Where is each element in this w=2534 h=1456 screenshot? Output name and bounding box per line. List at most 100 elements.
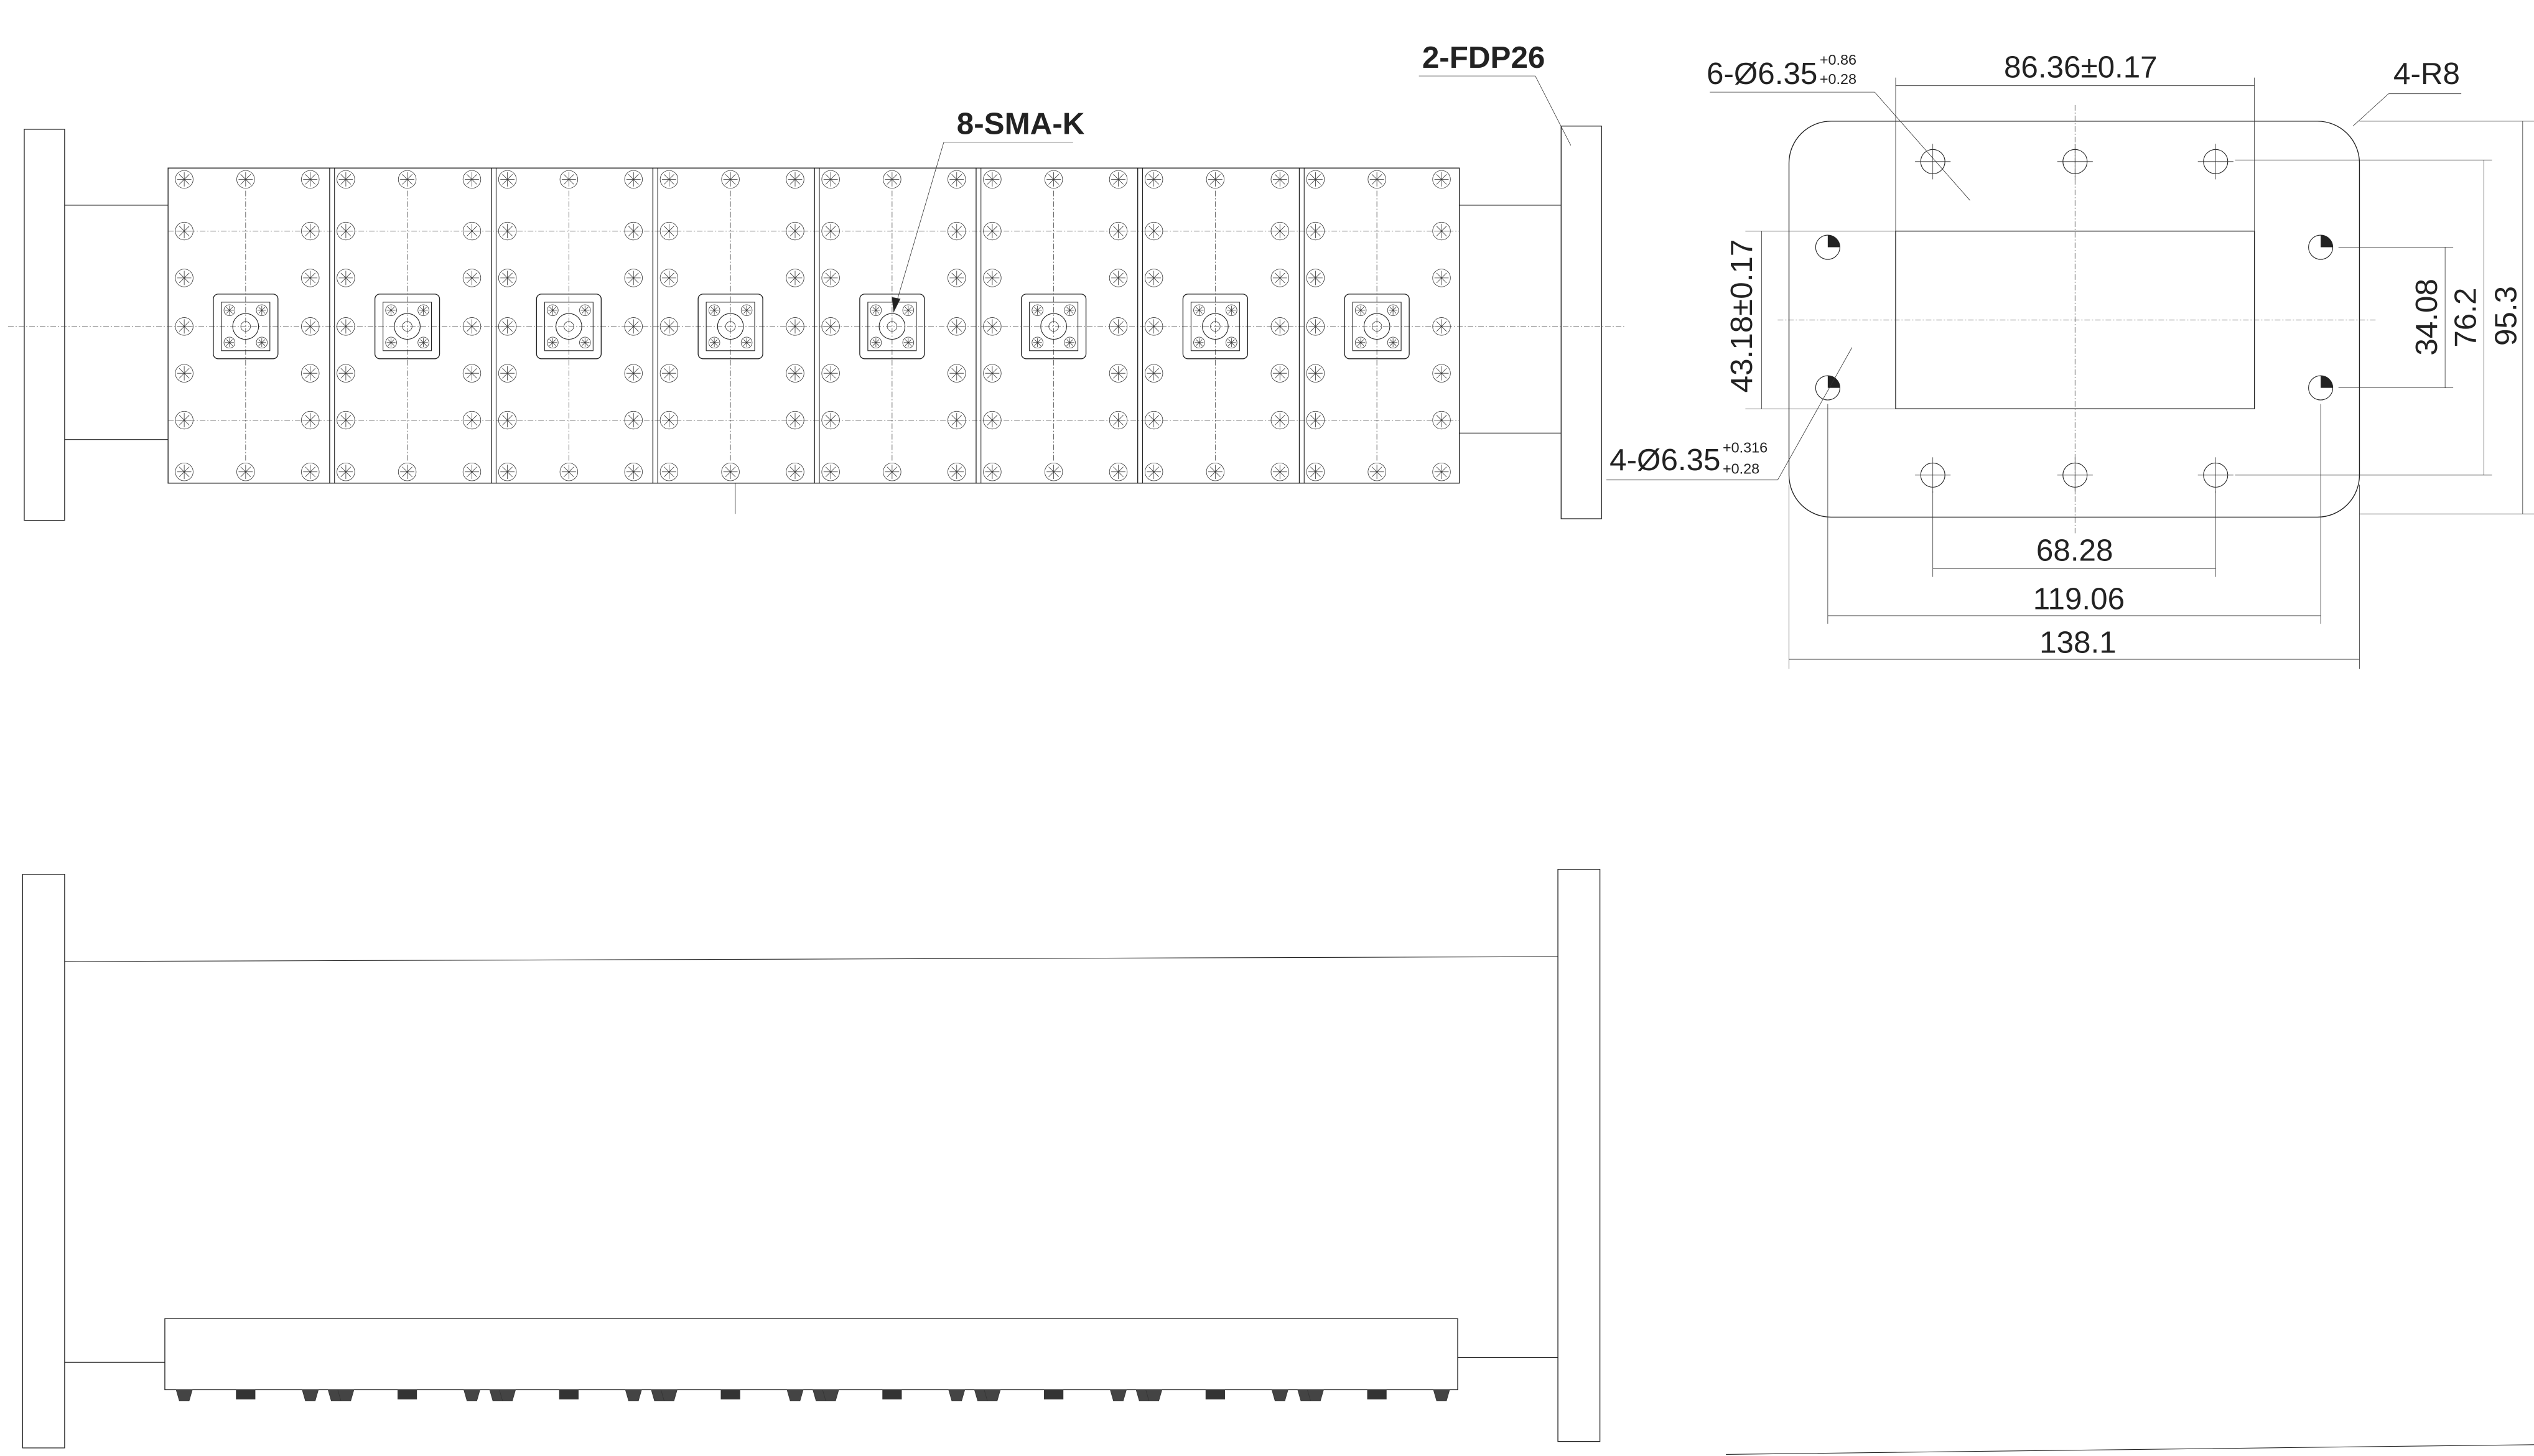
screw-icon bbox=[1064, 337, 1076, 348]
screw-icon bbox=[418, 305, 429, 316]
screw-icon bbox=[948, 463, 966, 481]
screw-icon bbox=[903, 305, 914, 316]
side-connector bbox=[720, 1389, 740, 1400]
screw-icon bbox=[822, 318, 840, 336]
connector-label: 8-SMA-K bbox=[957, 107, 1085, 141]
holes-side-callout: 4-Ø6.35 bbox=[1609, 443, 1720, 477]
screw-icon bbox=[948, 222, 966, 240]
screw-icon bbox=[1355, 337, 1366, 348]
dim-138: 138.1 bbox=[2039, 626, 2117, 660]
side-connector bbox=[1367, 1389, 1387, 1400]
screw-icon bbox=[560, 170, 578, 188]
screw-icon bbox=[786, 463, 804, 481]
screw-icon bbox=[337, 170, 355, 188]
screw-icon bbox=[301, 170, 319, 188]
flange-hole bbox=[2057, 144, 2093, 179]
screw-icon bbox=[1387, 337, 1399, 348]
connector-callout: 8-SMA-K bbox=[892, 107, 1085, 312]
screw-icon bbox=[625, 269, 643, 287]
flange-label: 2-FDP26 bbox=[1422, 40, 1545, 75]
side-bolt bbox=[1433, 1389, 1450, 1401]
screw-icon bbox=[418, 337, 429, 348]
screw-icon bbox=[1307, 170, 1325, 188]
side-connector bbox=[882, 1389, 902, 1400]
screw-icon bbox=[463, 318, 481, 336]
screw-icon bbox=[660, 318, 678, 336]
holes-top-tol-upper: +0.86 bbox=[1820, 52, 1856, 68]
screw-icon bbox=[301, 463, 319, 481]
screw-icon bbox=[786, 269, 804, 287]
screw-icon bbox=[625, 170, 643, 188]
screw-icon bbox=[786, 364, 804, 383]
side-bolt bbox=[787, 1389, 803, 1401]
side-bolt bbox=[1146, 1389, 1162, 1401]
screw-icon bbox=[1355, 305, 1366, 316]
flange-hole bbox=[2198, 457, 2234, 493]
screw-icon bbox=[498, 364, 516, 383]
screw-icon bbox=[301, 318, 319, 336]
screw-icon bbox=[1271, 170, 1289, 188]
screw-icon bbox=[948, 364, 966, 383]
side-bolt bbox=[500, 1389, 516, 1401]
side-connector bbox=[236, 1389, 256, 1400]
screw-icon bbox=[822, 364, 840, 383]
screw-icon bbox=[1271, 364, 1289, 383]
connector-module bbox=[491, 168, 643, 483]
screw-icon bbox=[984, 364, 1002, 383]
sma-connector bbox=[213, 294, 278, 359]
screw-icon bbox=[822, 170, 840, 188]
side-bolts bbox=[176, 1389, 1450, 1401]
screw-icon bbox=[337, 318, 355, 336]
connector-module bbox=[1299, 168, 1450, 483]
top-view bbox=[8, 126, 1624, 521]
screw-icon bbox=[301, 411, 319, 429]
screw-icon bbox=[237, 463, 255, 481]
flange-callout: 2-FDP26 bbox=[1419, 40, 1571, 146]
screw-icon bbox=[883, 463, 901, 481]
side-bolt bbox=[1111, 1389, 1127, 1401]
screw-icon bbox=[1387, 305, 1399, 316]
screw-icon bbox=[1145, 411, 1163, 429]
screw-icon bbox=[1368, 170, 1386, 188]
screw-icon bbox=[1307, 364, 1325, 383]
flange-hole bbox=[1815, 235, 1840, 259]
side-bolt bbox=[625, 1389, 641, 1401]
screw-icon bbox=[547, 337, 559, 348]
screw-icon bbox=[948, 269, 966, 287]
screw-icon bbox=[741, 337, 752, 348]
screw-icon bbox=[547, 305, 559, 316]
screw-icon bbox=[1307, 222, 1325, 240]
screw-icon bbox=[1109, 411, 1127, 429]
screw-icon bbox=[660, 269, 678, 287]
flange-hole bbox=[2057, 457, 2093, 493]
side-view bbox=[22, 869, 1600, 1448]
screw-icon bbox=[386, 305, 397, 316]
screw-icon bbox=[1145, 463, 1163, 481]
screw-icon bbox=[625, 411, 643, 429]
screw-icon bbox=[903, 337, 914, 348]
holes-side-tol-upper: +0.316 bbox=[1723, 440, 1768, 456]
sma-connector bbox=[1022, 294, 1086, 359]
screw-icon bbox=[398, 463, 416, 481]
flange-holes bbox=[1815, 144, 2332, 493]
screw-icon bbox=[175, 463, 193, 481]
filter-body bbox=[168, 168, 1459, 483]
flange-hole bbox=[1915, 144, 1950, 179]
dim-height-43: 43.18±0.17 bbox=[1725, 239, 1759, 393]
screw-icon bbox=[1271, 411, 1289, 429]
screw-icon bbox=[709, 305, 720, 316]
side-connector bbox=[1205, 1389, 1225, 1400]
screw-icon bbox=[948, 411, 966, 429]
screw-icon bbox=[1194, 305, 1205, 316]
screw-icon bbox=[1064, 305, 1076, 316]
screw-icon bbox=[1307, 318, 1325, 336]
screw-icon bbox=[1368, 463, 1386, 481]
flange-hole bbox=[1815, 376, 1840, 400]
screw-icon bbox=[883, 170, 901, 188]
screw-icon bbox=[1045, 463, 1063, 481]
screw-icon bbox=[625, 463, 643, 481]
screw-icon bbox=[1109, 463, 1127, 481]
screw-icon bbox=[224, 305, 235, 316]
holes-top-prefix: 6-Ø6.35 bbox=[1707, 57, 1817, 91]
screw-icon bbox=[463, 411, 481, 429]
